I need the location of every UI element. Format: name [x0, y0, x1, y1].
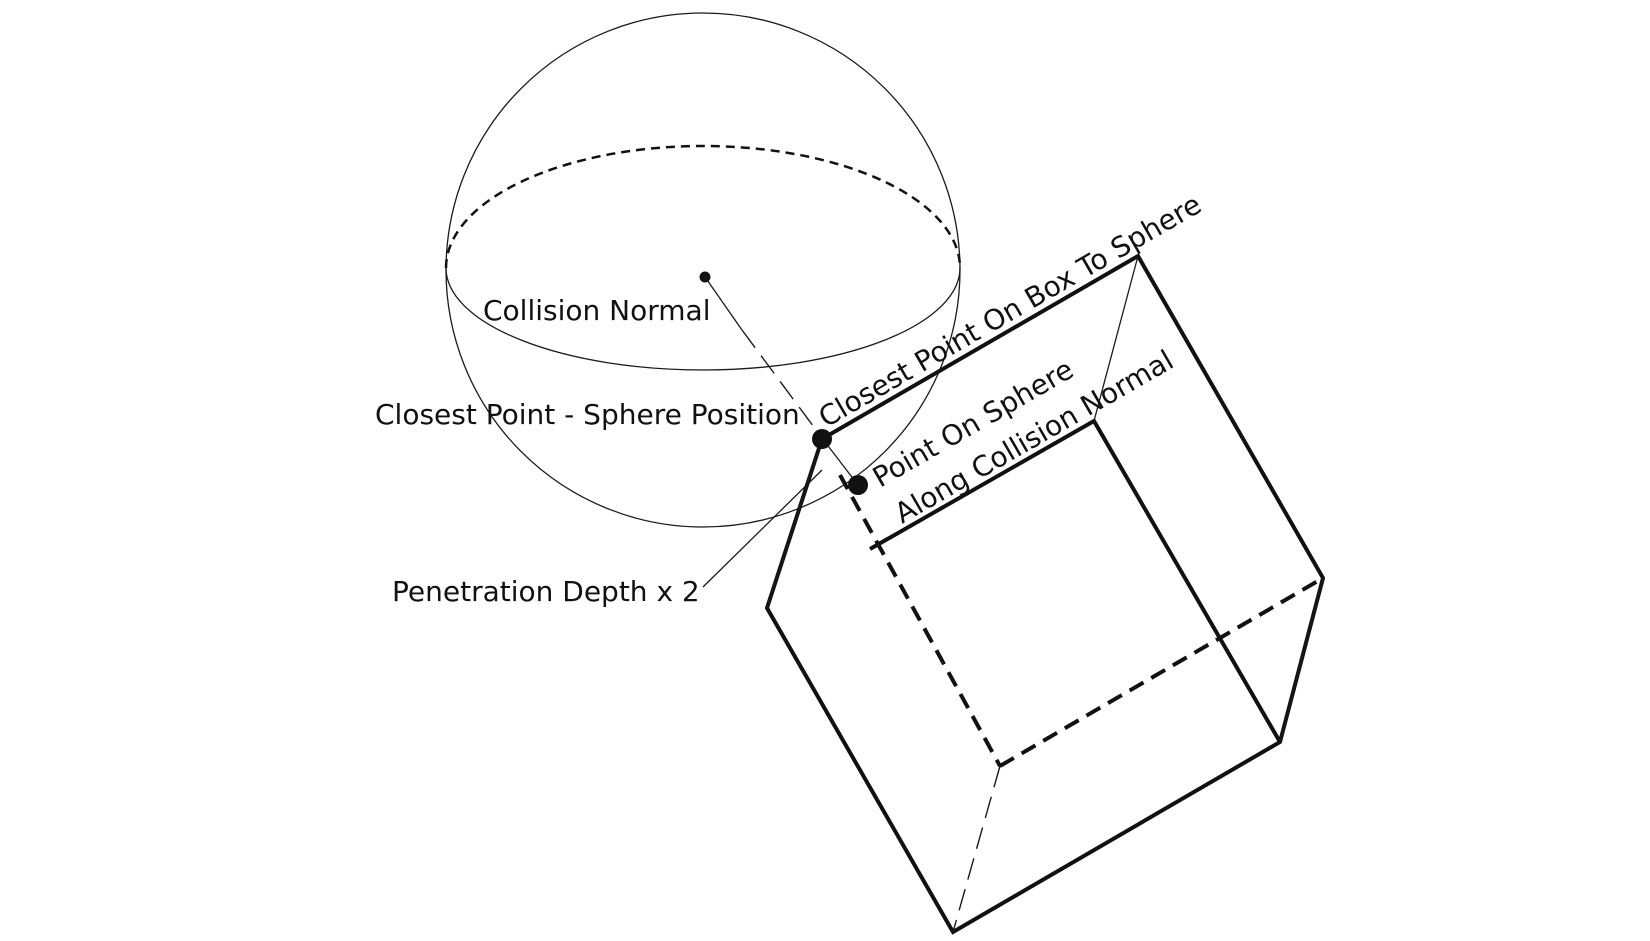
- point-on-sphere-marker: [848, 475, 868, 495]
- penetration-depth-leader: [702, 469, 823, 588]
- sphere-outline: [445, 12, 961, 528]
- box-depth-edge-1: [766, 438, 823, 609]
- sphere-equator-back: [444, 144, 962, 269]
- box-hidden-edge-horizontal: [998, 576, 1325, 768]
- box-hidden-edge-vertical: [838, 474, 1002, 767]
- label-collision-normal: Collision Normal: [483, 294, 710, 327]
- box-back-face-edges: [869, 418, 1282, 744]
- box-hidden-edge-depth: [952, 765, 1001, 933]
- label-closest-point-minus-sphere: Closest Point - Sphere Position: [375, 398, 800, 431]
- box-depth-edge-3: [1279, 577, 1324, 743]
- box-depth-edge-2: [1093, 255, 1139, 422]
- sphere-equator-front: [445, 267, 961, 371]
- collision-normal-line: [704, 276, 859, 486]
- box: [764, 253, 1326, 935]
- sphere: [444, 12, 962, 528]
- box-front-face: [764, 253, 1326, 935]
- label-penetration-depth: Penetration Depth x 2: [392, 575, 700, 608]
- closest-point-on-box-marker: [812, 429, 832, 449]
